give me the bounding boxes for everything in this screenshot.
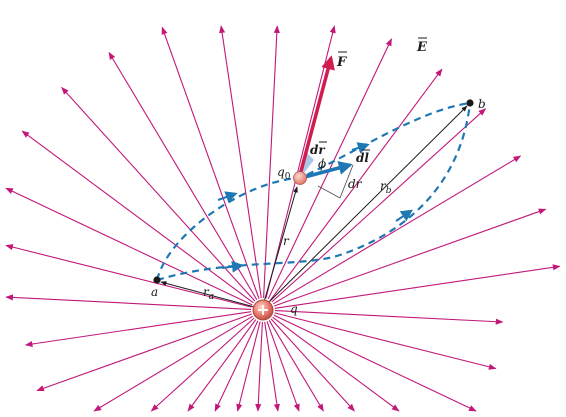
field-line xyxy=(266,321,300,412)
lower-path-arrow-2 xyxy=(395,209,413,222)
field-line xyxy=(273,155,522,305)
dr-scalar-label: dr xyxy=(348,177,363,191)
dr-wedge xyxy=(300,152,314,178)
field-line xyxy=(263,25,280,299)
field-line xyxy=(273,314,477,412)
labels: F E b a q0 dr ϕ dl dr rb r ra q xyxy=(151,37,486,316)
point-b xyxy=(466,99,474,107)
radius-line-q0 xyxy=(261,186,298,310)
field-line xyxy=(150,317,255,412)
field-line xyxy=(93,315,253,412)
field-line xyxy=(61,86,256,302)
upper-path-arrow xyxy=(217,191,238,203)
source-charge-label: q xyxy=(290,302,298,316)
field-line xyxy=(270,318,355,412)
field-line xyxy=(36,313,252,392)
upper-path-arrow-2 xyxy=(351,142,370,154)
field-line xyxy=(236,321,261,412)
field-line xyxy=(5,187,253,306)
field-line xyxy=(274,264,561,309)
field-line xyxy=(264,321,280,412)
field-line xyxy=(219,25,262,299)
radius-lines xyxy=(160,105,468,310)
dr-vector-label: dr xyxy=(310,143,326,157)
field-line xyxy=(24,311,252,348)
field-line xyxy=(108,51,258,300)
field-line xyxy=(21,130,254,304)
field-line xyxy=(274,310,504,325)
field-line xyxy=(5,244,252,308)
point-b-label: b xyxy=(478,97,486,111)
lower-path-arrow xyxy=(221,260,244,273)
field-line xyxy=(269,68,443,301)
r-label: r xyxy=(283,234,290,248)
field-line xyxy=(214,320,259,412)
source-charge xyxy=(252,299,274,321)
r-a-label: ra xyxy=(203,285,214,302)
force-arrow xyxy=(298,55,335,176)
dl-vector-label: dl xyxy=(356,151,369,165)
phi-label: ϕ xyxy=(318,157,326,171)
field-line xyxy=(255,321,263,412)
field-label: E xyxy=(416,40,428,55)
force-label: F xyxy=(336,55,347,70)
field-line xyxy=(271,108,487,303)
point-a-label: a xyxy=(151,285,158,299)
test-charge xyxy=(293,171,307,185)
point-a xyxy=(153,276,161,284)
field-line xyxy=(187,319,257,412)
field-line xyxy=(274,312,497,370)
dl-arrow xyxy=(300,161,353,180)
field-line xyxy=(272,316,400,412)
field-lines xyxy=(5,25,561,412)
r-b-label: rb xyxy=(380,179,392,196)
field-line xyxy=(161,26,260,299)
field-line xyxy=(265,25,336,299)
field-line xyxy=(268,320,324,412)
radius-line-b xyxy=(261,105,468,310)
test-charge-label: q0 xyxy=(277,165,291,182)
radius-line-a xyxy=(160,281,263,310)
field-line xyxy=(274,208,547,307)
field-line xyxy=(5,294,252,310)
